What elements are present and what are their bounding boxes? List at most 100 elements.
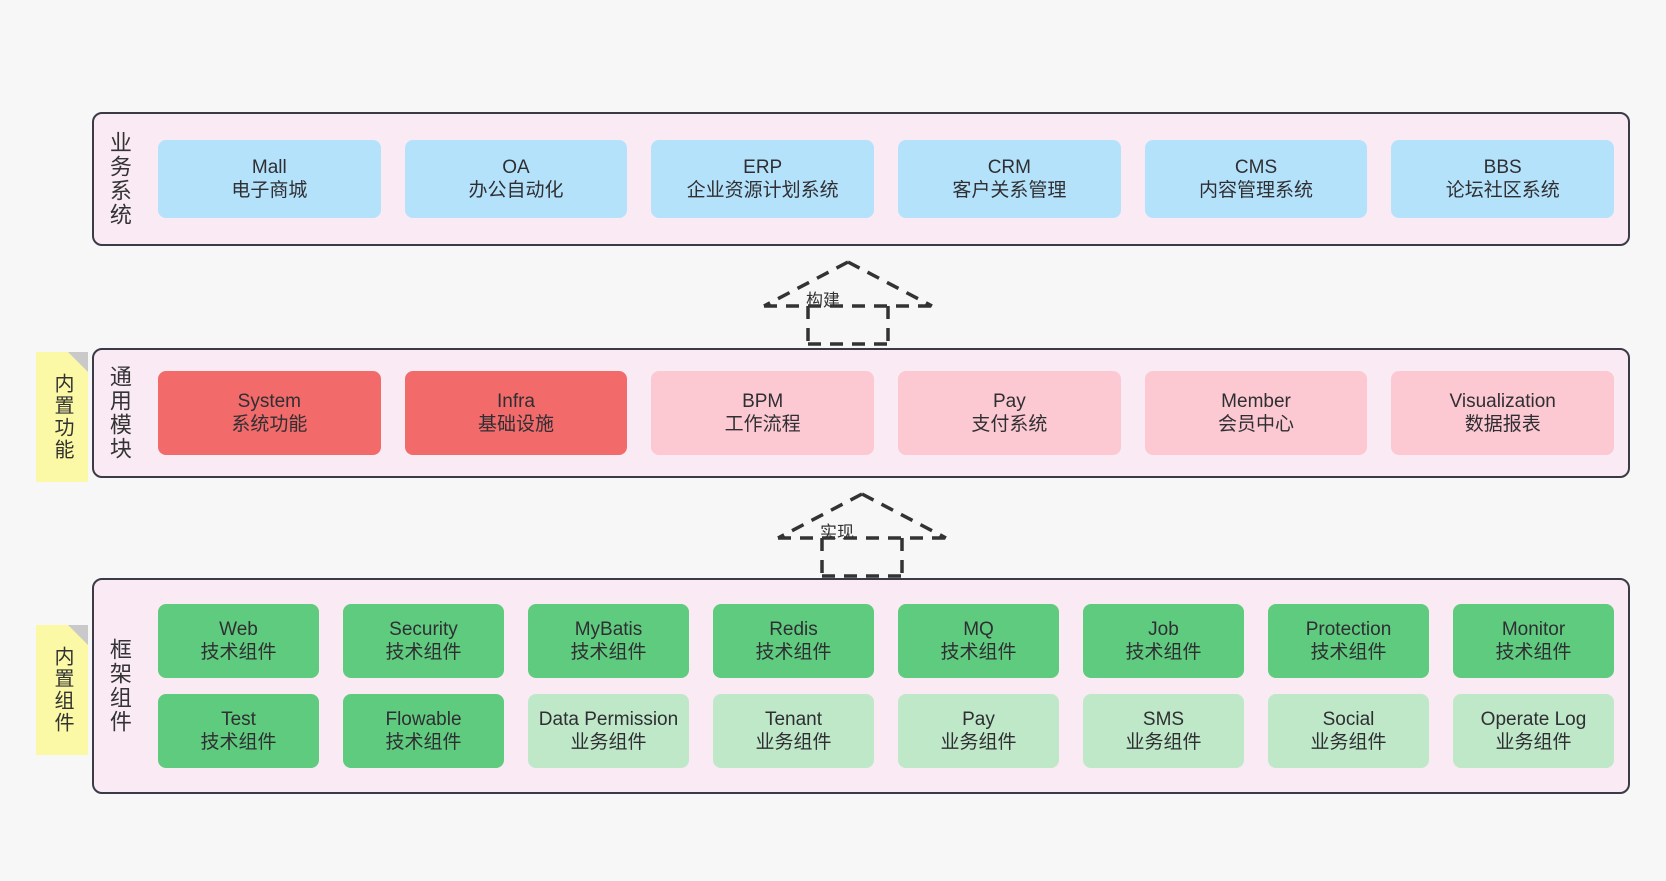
card-title: CRM [987, 156, 1031, 178]
card-subtitle: 技术组件 [385, 642, 462, 663]
layer-body-common-module: System 系统功能 Infra 基础设施 BPM 工作流程 Pay 支付系统… [144, 350, 1628, 476]
realization-arrow-icon [763, 260, 933, 346]
card-subtitle: 业务组件 [1125, 732, 1202, 753]
card-subtitle: 技术组件 [200, 642, 277, 663]
card-subtitle: 内容管理系统 [1199, 180, 1314, 201]
card-title: Visualization [1449, 390, 1556, 412]
card-social[interactable]: Social 业务组件 [1268, 694, 1429, 768]
card-title: Web [219, 618, 258, 640]
card-title: SMS [1142, 708, 1185, 730]
card-row-business-system: Mall 电子商城 OA 办公自动化 ERP 企业资源计划系统 CRM 客户关系… [158, 140, 1615, 218]
card-subtitle: 业务组件 [1310, 732, 1387, 753]
card-subtitle: 技术组件 [755, 642, 832, 663]
layer-business-system: 业务系统 Mall 电子商城 OA 办公自动化 ERP 企业资源计划系统 CRM [92, 112, 1630, 246]
card-test[interactable]: Test 技术组件 [158, 694, 319, 768]
card-title: MQ [963, 618, 994, 640]
card-monitor[interactable]: Monitor 技术组件 [1453, 604, 1614, 678]
connector-implement: 实现 [774, 490, 954, 578]
card-job[interactable]: Job 技术组件 [1083, 604, 1244, 678]
card-visualization[interactable]: Visualization 数据报表 [1391, 371, 1615, 455]
card-subtitle: 技术组件 [1125, 642, 1202, 663]
card-subtitle: 电子商城 [231, 180, 308, 201]
card-subtitle: 技术组件 [940, 642, 1017, 663]
card-title: Pay [992, 390, 1026, 412]
note-builtin-component: 内置组件 [36, 625, 88, 755]
card-subtitle: 技术组件 [385, 732, 462, 753]
card-subtitle: 业务组件 [1495, 732, 1572, 753]
note-builtin-component-label: 内置组件 [51, 646, 73, 734]
card-crm[interactable]: CRM 客户关系管理 [898, 140, 1121, 218]
card-title: Flowable [385, 708, 462, 730]
card-title: ERP [743, 156, 783, 178]
card-mybatis[interactable]: MyBatis 技术组件 [528, 604, 689, 678]
card-title: Data Permission [538, 708, 679, 730]
card-title: Tenant [764, 708, 823, 730]
card-data-permission[interactable]: Data Permission 业务组件 [528, 694, 689, 768]
card-subtitle: 企业资源计划系统 [686, 180, 839, 201]
card-subtitle: 办公自动化 [468, 180, 564, 201]
note-builtin-function: 内置功能 [36, 352, 88, 482]
card-subtitle: 论坛社区系统 [1445, 180, 1560, 201]
card-subtitle: 客户关系管理 [952, 180, 1067, 201]
card-bpm[interactable]: BPM 工作流程 [651, 371, 875, 455]
layer-caption-business-system: 业务系统 [106, 131, 132, 227]
card-row-common-module: System 系统功能 Infra 基础设施 BPM 工作流程 Pay 支付系统… [158, 371, 1615, 455]
card-mq[interactable]: MQ 技术组件 [898, 604, 1059, 678]
card-title: Monitor [1501, 618, 1566, 640]
card-subtitle: 技术组件 [200, 732, 277, 753]
card-subtitle: 数据报表 [1464, 414, 1541, 435]
card-subtitle: 技术组件 [1310, 642, 1387, 663]
card-subtitle: 会员中心 [1218, 414, 1295, 435]
card-oa[interactable]: OA 办公自动化 [404, 140, 628, 218]
card-title: Protection [1305, 618, 1392, 640]
card-title: Security [389, 618, 458, 640]
card-member[interactable]: Member 会员中心 [1144, 371, 1368, 455]
card-system[interactable]: System 系统功能 [158, 371, 381, 455]
card-title: CMS [1234, 156, 1278, 178]
card-title: Social [1322, 708, 1375, 730]
card-sms[interactable]: SMS 业务组件 [1083, 694, 1244, 768]
note-fold-corner-icon [68, 625, 88, 645]
card-row-tech-components: Web 技术组件 Security 技术组件 MyBatis 技术组件 Redi… [158, 604, 1614, 678]
card-title: Mall [251, 156, 287, 178]
layer-caption-framework-component: 框架组件 [106, 638, 132, 734]
card-row-business-components: Test 技术组件 Flowable 技术组件 Data Permission … [158, 694, 1614, 768]
card-tenant[interactable]: Tenant 业务组件 [713, 694, 874, 768]
card-protection[interactable]: Protection 技术组件 [1268, 604, 1429, 678]
connector-implement-label: 实现 [820, 523, 854, 542]
card-pay-component[interactable]: Pay 业务组件 [898, 694, 1059, 768]
card-title: MyBatis [574, 618, 643, 640]
card-infra[interactable]: Infra 基础设施 [404, 371, 628, 455]
layer-body-framework-component: Web 技术组件 Security 技术组件 MyBatis 技术组件 Redi… [144, 580, 1628, 792]
card-pay-module[interactable]: Pay 支付系统 [898, 371, 1121, 455]
card-title: Job [1148, 618, 1179, 640]
card-mall[interactable]: Mall 电子商城 [158, 140, 381, 218]
card-title: Test [221, 708, 256, 730]
layer-caption-common-module: 通用模块 [106, 365, 132, 461]
card-operate-log[interactable]: Operate Log 业务组件 [1453, 694, 1614, 768]
card-subtitle: 业务组件 [940, 732, 1017, 753]
card-title: Redis [769, 618, 818, 640]
connector-build-label: 构建 [806, 291, 840, 310]
note-fold-corner-icon [68, 352, 88, 372]
card-redis[interactable]: Redis 技术组件 [713, 604, 874, 678]
card-title: OA [502, 156, 530, 178]
card-cms[interactable]: CMS 内容管理系统 [1144, 140, 1368, 218]
card-flowable[interactable]: Flowable 技术组件 [343, 694, 504, 768]
card-title: BPM [742, 390, 784, 412]
card-title: System [237, 390, 302, 412]
card-title: Infra [496, 390, 536, 412]
card-subtitle: 工作流程 [724, 414, 801, 435]
card-security[interactable]: Security 技术组件 [343, 604, 504, 678]
card-subtitle: 技术组件 [570, 642, 647, 663]
card-subtitle: 基础设施 [478, 414, 555, 435]
card-web[interactable]: Web 技术组件 [158, 604, 319, 678]
card-subtitle: 支付系统 [971, 414, 1048, 435]
realization-arrow-icon [777, 492, 947, 578]
layer-body-business-system: Mall 电子商城 OA 办公自动化 ERP 企业资源计划系统 CRM 客户关系… [144, 114, 1628, 244]
card-title: Member [1221, 390, 1291, 412]
card-erp[interactable]: ERP 企业资源计划系统 [651, 140, 875, 218]
note-builtin-function-label: 内置功能 [51, 373, 73, 461]
card-bbs[interactable]: BBS 论坛社区系统 [1391, 140, 1615, 218]
